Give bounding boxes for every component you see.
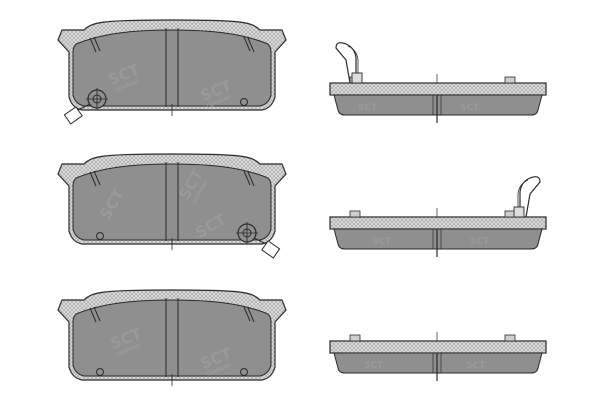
pad-set-3: SCT GERMANY SCT GERMANY SCT SCT <box>58 290 547 386</box>
watermark-brand: SCT <box>364 361 384 371</box>
wear-indicator-clip-icon <box>335 42 363 84</box>
pad-set-2: SCT GERMANY SCT SCT SCT SCT <box>58 154 547 259</box>
front-view-2: SCT GERMANY SCT SCT <box>58 154 286 259</box>
watermark-brand: SCT <box>460 103 480 113</box>
backing-plate <box>58 290 286 386</box>
front-view-1: SCT GERMANY SCT GERMANY <box>58 20 286 125</box>
front-view-3: SCT GERMANY SCT GERMANY <box>58 290 286 386</box>
watermark-brand: SCT <box>358 103 378 113</box>
pad-set-1: SCT GERMANY SCT GERMANY SCT SCT <box>58 20 547 125</box>
side-profile <box>329 331 547 382</box>
side-view-2: SCT SCT <box>329 176 547 258</box>
watermark-brand: SCT <box>470 237 490 247</box>
side-view-3: SCT SCT <box>329 331 547 382</box>
watermark-brand: SCT <box>372 237 392 247</box>
watermark-brand: SCT <box>466 361 486 371</box>
side-view-1: SCT SCT <box>329 42 547 124</box>
wear-indicator-clip-icon <box>513 176 541 218</box>
